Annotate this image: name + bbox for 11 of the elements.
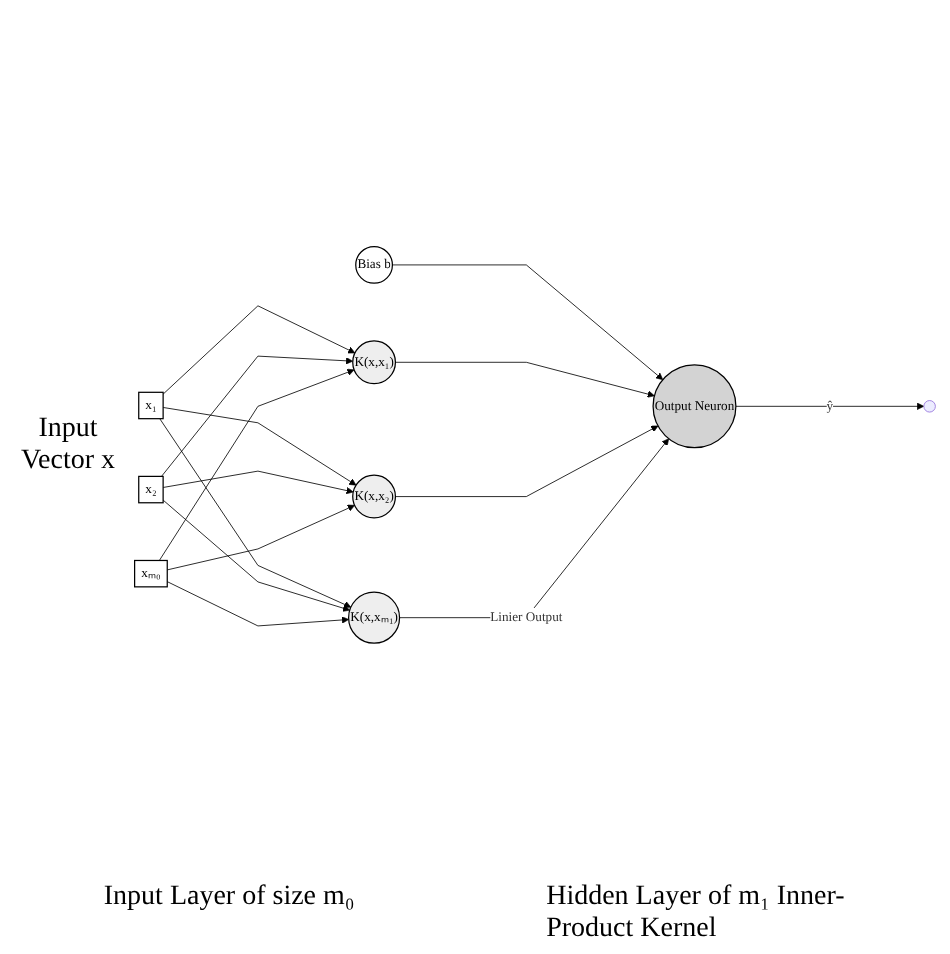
node-box (134, 560, 168, 588)
layer-label: Hidden Layer of m₁ Inner-Product Kernel (546, 882, 847, 946)
layer-label: Input Vector x (20, 413, 116, 475)
node-box (138, 475, 164, 504)
node-circle (352, 340, 397, 385)
node-box (138, 391, 164, 420)
node-circle (652, 364, 737, 449)
layer-label: Input Layer of size m₀ (103, 882, 355, 916)
node-circle (348, 591, 401, 644)
node-circle (352, 474, 397, 519)
node-circle (355, 246, 393, 284)
